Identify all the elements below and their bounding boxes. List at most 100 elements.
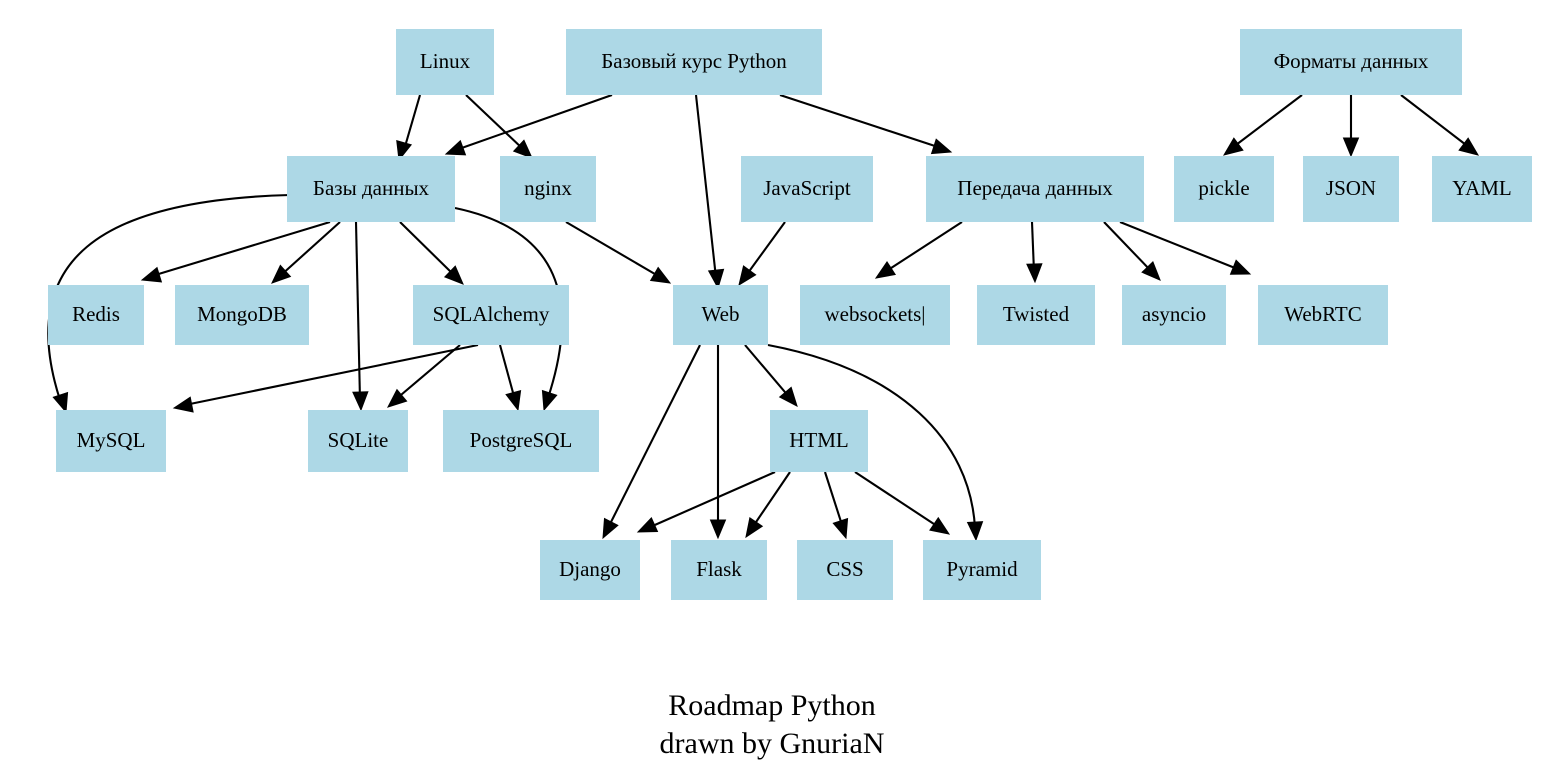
edge-data_transfer-to-asyncio (1103, 221, 1161, 281)
node-sqlalchemy[interactable]: SQLAlchemy (413, 285, 569, 345)
edge-databases-to-postgresql (454, 206, 563, 412)
node-box[interactable] (800, 285, 950, 345)
node-redis[interactable]: Redis (48, 285, 144, 345)
edge-linux-to-nginx (465, 94, 533, 159)
node-websockets[interactable]: websockets| (800, 285, 950, 345)
edge-web-to-django (602, 344, 701, 540)
node-label: MySQL (77, 428, 146, 452)
edge-line (884, 221, 963, 273)
node-sqlite[interactable]: SQLite (308, 410, 408, 472)
edge-line (694, 94, 718, 279)
node-pyramid[interactable]: Pyramid (923, 540, 1041, 600)
node-box[interactable] (741, 156, 873, 222)
arrowhead-icon (1229, 259, 1252, 275)
node-python_basic[interactable]: Базовый курс Python (566, 29, 822, 95)
edge-line (779, 94, 942, 149)
node-json[interactable]: JSON (1303, 156, 1399, 222)
node-box[interactable] (1303, 156, 1399, 222)
node-box[interactable] (1432, 156, 1532, 222)
edge-html-to-css (824, 471, 849, 540)
arrowhead-icon (1458, 137, 1480, 156)
node-yaml[interactable]: YAML (1432, 156, 1532, 222)
node-html[interactable]: HTML (770, 410, 868, 472)
node-label: Базы данных (313, 176, 430, 200)
node-flask[interactable]: Flask (671, 540, 767, 600)
arrowhead-icon (512, 139, 533, 159)
arrowhead-icon (443, 265, 464, 285)
node-asyncio[interactable]: asyncio (1122, 285, 1226, 345)
node-box[interactable] (175, 285, 309, 345)
node-mysql[interactable]: MySQL (56, 410, 166, 472)
node-label: JSON (1326, 176, 1376, 200)
arrowhead-icon (778, 386, 798, 407)
node-label: HTML (789, 428, 849, 452)
node-box[interactable] (926, 156, 1144, 222)
node-label: Redis (72, 302, 120, 326)
arrowhead-icon (1222, 137, 1244, 156)
node-box[interactable] (1122, 285, 1226, 345)
node-box[interactable] (1258, 285, 1388, 345)
node-django[interactable]: Django (540, 540, 640, 600)
node-box[interactable] (1174, 156, 1274, 222)
edge-line (465, 94, 525, 151)
node-postgresql[interactable]: PostgreSQL (443, 410, 599, 472)
node-box[interactable] (500, 156, 596, 222)
node-box[interactable] (48, 285, 144, 345)
diagram-caption-line-1: Roadmap Python (668, 689, 876, 722)
node-label: pickle (1198, 176, 1249, 200)
edge-python_basic-to-web (694, 94, 725, 290)
node-box[interactable] (413, 285, 569, 345)
node-box[interactable] (396, 29, 494, 95)
node-box[interactable] (540, 540, 640, 600)
node-box[interactable] (287, 156, 455, 222)
node-web[interactable]: Web (673, 285, 768, 345)
arrowhead-icon (745, 517, 764, 539)
node-css[interactable]: CSS (797, 540, 893, 600)
edge-sqlalchemy-to-sqlite (387, 344, 461, 408)
arrowhead-icon (649, 266, 672, 284)
edge-line (498, 344, 517, 401)
node-box[interactable] (443, 410, 599, 472)
node-nginx[interactable]: nginx (500, 156, 596, 222)
edge-web-to-html (744, 344, 798, 407)
node-data_transfer[interactable]: Передача данных (926, 156, 1144, 222)
node-box[interactable] (923, 540, 1041, 600)
edge-line (1103, 221, 1153, 273)
node-box[interactable] (770, 410, 868, 472)
arrowhead-icon (52, 391, 69, 414)
node-data_formats[interactable]: Форматы данных (1240, 29, 1462, 95)
node-webrtc[interactable]: WebRTC (1258, 285, 1388, 345)
edge-html-to-flask (745, 471, 791, 539)
node-box[interactable] (673, 285, 768, 345)
node-box[interactable] (671, 540, 767, 600)
arrowhead-icon (541, 389, 558, 412)
edge-line (402, 94, 422, 151)
node-label: Linux (420, 49, 471, 73)
node-box[interactable] (566, 29, 822, 95)
node-label: Django (559, 557, 621, 581)
node-box[interactable] (1240, 29, 1462, 95)
node-box[interactable] (797, 540, 893, 600)
node-box[interactable] (56, 410, 166, 472)
node-mongodb[interactable]: MongoDB (175, 285, 309, 345)
edge-databases-to-mongodb (271, 221, 341, 284)
node-label: Twisted (1003, 302, 1070, 326)
node-twisted[interactable]: Twisted (977, 285, 1095, 345)
edge-web-to-pyramid (767, 343, 984, 542)
edge-line (399, 221, 456, 277)
node-label: Pyramid (946, 557, 1018, 581)
edge-line (455, 94, 613, 151)
node-box[interactable] (308, 410, 408, 472)
node-javascript[interactable]: JavaScript (741, 156, 873, 222)
edge-line (744, 344, 791, 399)
node-linux[interactable]: Linux (396, 29, 494, 95)
node-box[interactable] (977, 285, 1095, 345)
edge-line (565, 221, 661, 278)
arrowhead-icon (387, 388, 408, 408)
node-databases[interactable]: Базы данных (287, 156, 455, 222)
node-pickle[interactable]: pickle (1174, 156, 1274, 222)
edge-line (47, 193, 291, 401)
edge-line (824, 471, 844, 529)
arrowhead-icon (1026, 263, 1043, 284)
